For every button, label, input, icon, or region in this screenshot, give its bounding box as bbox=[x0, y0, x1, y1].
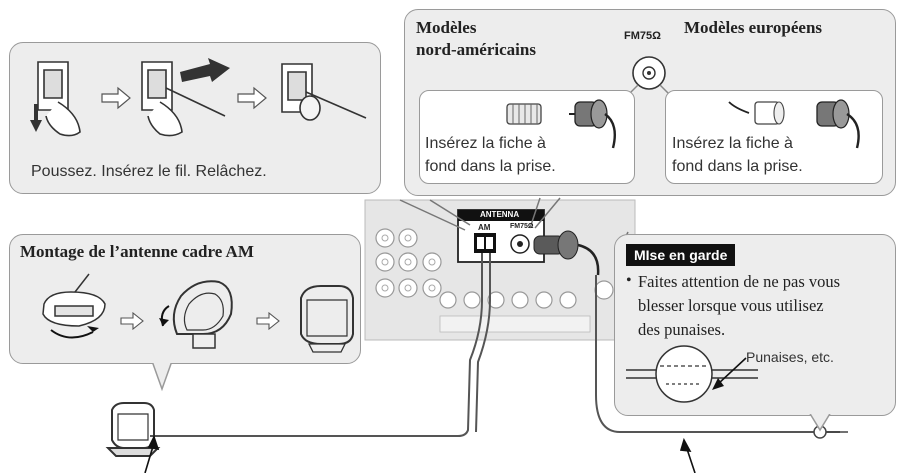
pins-label: Punaises, etc. bbox=[746, 349, 834, 365]
fm-connector-illustration bbox=[625, 56, 673, 98]
caution-box-tail bbox=[807, 408, 833, 432]
wire-steps-illustration bbox=[30, 58, 367, 137]
fm-right-title: Modèles européens bbox=[684, 18, 823, 37]
fm-connector-label: FM75Ω bbox=[624, 30, 661, 42]
step-arrow-icon bbox=[256, 311, 280, 331]
fm-plug-connected bbox=[533, 230, 600, 276]
am-box-title: Montage de l’antenne cadre AM bbox=[20, 242, 254, 261]
fm-plug-eu-illustration bbox=[728, 99, 860, 149]
am-assembly-illustration bbox=[42, 273, 354, 353]
fm-terminal-label: FM75Ω bbox=[510, 223, 534, 230]
antenna-terminal-block bbox=[457, 209, 545, 263]
step-arrow-icon bbox=[237, 86, 267, 110]
caution-text-1: Faites attention de ne pas vous bbox=[638, 272, 841, 291]
fm-right-instruction-2: fond dans la prise. bbox=[672, 158, 803, 175]
caution-bullet: • bbox=[626, 272, 632, 289]
step-arrow-icon bbox=[101, 86, 131, 110]
fm-left-title: Modèles bbox=[416, 18, 477, 37]
fm-left-title-2: nord-américains bbox=[416, 40, 536, 59]
step-arrow-icon bbox=[120, 311, 144, 331]
am-terminal-label: AM bbox=[478, 223, 491, 232]
am-box-tail bbox=[150, 355, 174, 392]
cables bbox=[150, 253, 840, 437]
fm-left-instruction-1: Insérez la fiche à bbox=[425, 135, 546, 152]
pushpin-illustration bbox=[626, 345, 758, 403]
caution-heading: MIse en garde bbox=[626, 244, 736, 266]
fm-plug-na-illustration bbox=[506, 99, 616, 149]
caution-text-2: blesser lorsque vous utilisez bbox=[638, 296, 824, 315]
wire-caption: Poussez. Insérez le fil. Relâchez. bbox=[31, 163, 267, 180]
fm-right-instruction-1: Insérez la fiche à bbox=[672, 135, 793, 152]
caution-text-3: des punaises. bbox=[638, 320, 726, 339]
pointer-arrows bbox=[144, 434, 696, 473]
antenna-label: ANTENNA bbox=[480, 210, 520, 219]
fm-left-instruction-2: fond dans la prise. bbox=[425, 158, 556, 175]
